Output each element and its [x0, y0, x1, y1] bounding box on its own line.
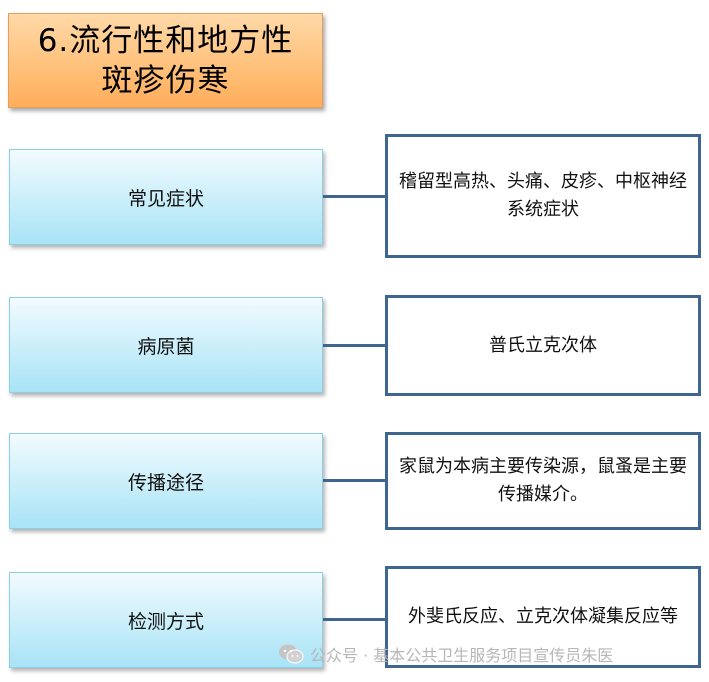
connector-line — [323, 479, 385, 482]
row-label-text: 病原菌 — [137, 335, 195, 358]
row-description-pathogen: 普氏立克次体 — [385, 295, 701, 396]
row-label-text: 常见症状 — [127, 187, 204, 210]
diagram-title-box: 6.流行性和地方性 斑疹伤寒 — [8, 13, 323, 108]
row-description-symptoms: 稽留型高热、头痛、皮疹、中枢神经系统症状 — [385, 134, 701, 258]
connector-line — [323, 195, 385, 198]
row-label-text: 检测方式 — [127, 610, 204, 633]
row-description-text: 外斐氏反应、立克次体凝集反应等 — [408, 606, 678, 627]
diagram-title: 6.流行性和地方性 斑疹伤寒 — [37, 22, 294, 99]
row-label-text: 传播途径 — [127, 471, 204, 494]
watermark: 公众号 · 基本公共卫生服务项目宣传员朱医 — [278, 641, 613, 667]
connector-line — [323, 618, 385, 621]
wechat-icon — [279, 644, 304, 664]
row-description-text: 稽留型高热、头痛、皮疹、中枢神经系统症状 — [399, 171, 687, 220]
row-label-transmission: 传播途径 — [9, 433, 323, 529]
row-label-symptoms: 常见症状 — [9, 149, 323, 245]
connector-line — [323, 344, 385, 347]
row-description-text: 家鼠为本病主要传染源，鼠蚤是主要传播媒介。 — [399, 456, 687, 505]
row-label-pathogen: 病原菌 — [9, 297, 323, 393]
row-label-detection: 检测方式 — [9, 572, 323, 668]
row-description-text: 普氏立克次体 — [489, 334, 597, 356]
watermark-text: 公众号 · 基本公共卫生服务项目宣传员朱医 — [310, 646, 614, 665]
row-description-transmission: 家鼠为本病主要传染源，鼠蚤是主要传播媒介。 — [385, 432, 701, 530]
row-description-detection: 外斐氏反应、立克次体凝集反应等 — [385, 566, 701, 668]
